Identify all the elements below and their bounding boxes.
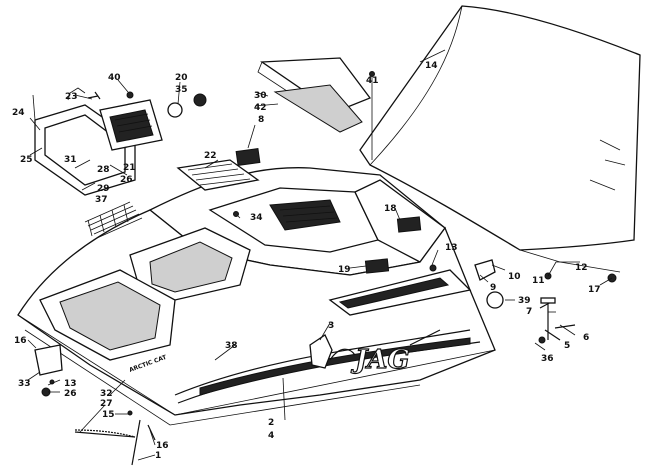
callout-20: 20 [175, 73, 188, 83]
callout-16-left: 16 [14, 336, 27, 346]
grille-insert [176, 159, 260, 191]
callout-35: 35 [175, 85, 188, 95]
callout-1: 1 [155, 451, 161, 461]
callout-7: 7 [526, 307, 532, 317]
callout-10: 10 [508, 272, 521, 282]
screw-41 [369, 71, 375, 77]
callout-42: 42 [254, 103, 267, 113]
grommet-13 [429, 264, 437, 272]
mesh-screen [84, 201, 143, 239]
callout-38: 38 [225, 341, 238, 351]
callout-3: 3 [328, 321, 334, 331]
windshield [359, 5, 641, 273]
callout-29: 29 [97, 184, 110, 194]
callout-25: 25 [20, 155, 33, 165]
callout-41: 41 [366, 76, 379, 86]
callout-labels: 1 2 3 4 5 6 7 8 9 10 11 12 13 13 14 15 1… [12, 61, 601, 461]
callout-40: 40 [108, 73, 121, 83]
callout-13-left: 13 [64, 379, 77, 389]
brand-logo-text: JAG [350, 345, 410, 375]
callout-9: 9 [490, 283, 496, 293]
callout-19: 19 [338, 265, 351, 275]
callout-22: 22 [204, 151, 217, 161]
callout-37: 37 [95, 195, 108, 205]
callout-26-top: 26 [120, 175, 133, 185]
callout-24: 24 [12, 108, 25, 118]
callout-31: 31 [64, 155, 77, 165]
callout-18: 18 [384, 204, 397, 214]
callout-28: 28 [97, 165, 110, 175]
callout-4: 4 [268, 431, 274, 441]
hinge-hardware [474, 259, 617, 344]
callout-5: 5 [564, 341, 570, 351]
callout-30: 30 [254, 91, 267, 101]
callout-17: 17 [588, 285, 601, 295]
callout-23: 23 [65, 92, 78, 102]
callout-26-bottom: 26 [64, 389, 77, 399]
callout-33: 33 [18, 379, 31, 389]
callout-12: 12 [575, 263, 588, 273]
callout-14: 14 [425, 61, 438, 71]
callout-27: 27 [100, 399, 113, 409]
console-cover [257, 57, 372, 133]
decal-19 [364, 258, 390, 274]
callout-36: 36 [541, 354, 554, 364]
callout-2: 2 [268, 418, 274, 428]
brand-swoosh [329, 329, 441, 361]
screw-34 [233, 211, 239, 217]
decal-8 [235, 147, 261, 167]
latch-hardware [34, 344, 156, 466]
callout-16-bottom: 16 [156, 441, 169, 451]
callout-34: 34 [250, 213, 263, 223]
hood [17, 167, 496, 426]
callout-21: 21 [123, 163, 136, 173]
callout-11: 11 [532, 276, 545, 286]
callout-15: 15 [102, 410, 115, 420]
headlight-assembly [34, 87, 207, 196]
leader-lines [27, 49, 613, 461]
callout-32: 32 [100, 389, 113, 399]
callout-39: 39 [518, 296, 531, 306]
decal-emblem [309, 334, 333, 369]
callout-6: 6 [583, 333, 589, 343]
callout-8: 8 [258, 115, 264, 125]
callout-13-right: 13 [445, 243, 458, 253]
decal-18 [396, 216, 422, 233]
